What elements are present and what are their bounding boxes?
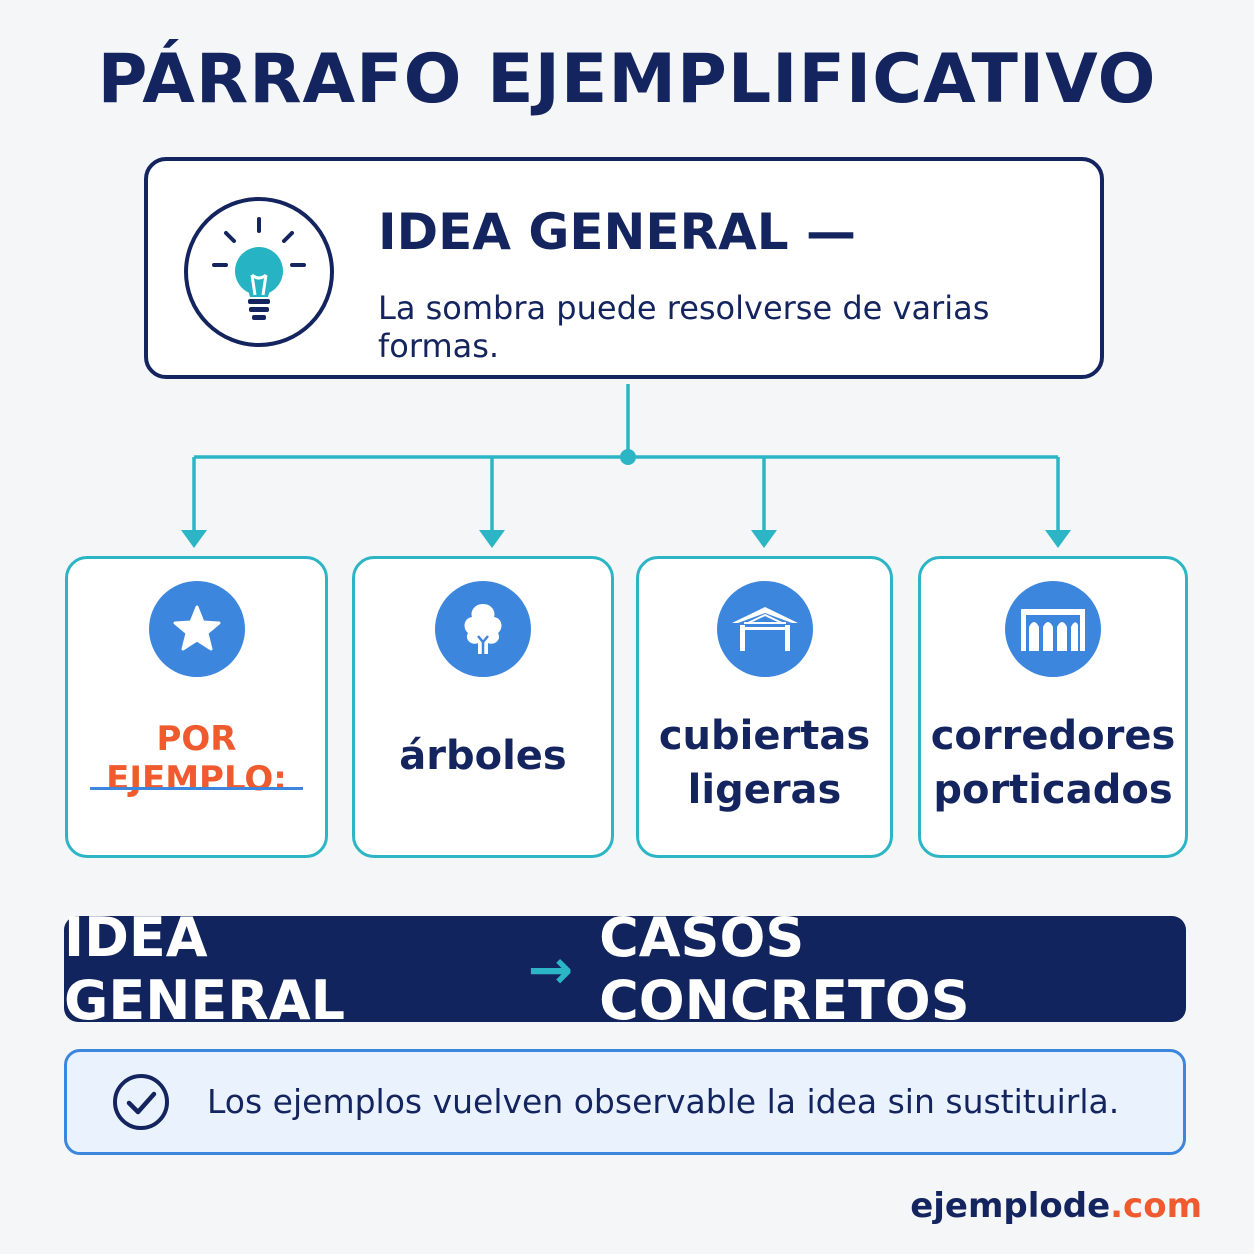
card-label-corredores: corredores porticados xyxy=(921,709,1185,817)
card-cubiertas: cubiertas ligeras xyxy=(636,556,893,858)
colonnade-icon xyxy=(1005,581,1101,677)
check-circle-icon xyxy=(113,1074,169,1130)
arrow-right-icon: → xyxy=(527,937,574,1001)
general-idea-box: IDEA GENERAL — La sombra puede resolvers… xyxy=(144,157,1104,379)
por-ejemplo-label: POR EJEMPLO: xyxy=(106,719,287,799)
star-icon xyxy=(148,581,245,677)
idea-heading: IDEA GENERAL — xyxy=(378,203,857,261)
card-label-cubiertas: cubiertas ligeras xyxy=(639,709,890,817)
card-label-line: cubiertas xyxy=(658,713,871,759)
por-ejemplo-underline xyxy=(90,787,303,790)
card-label-line: corredores xyxy=(930,713,1176,759)
card-label-line: ligeras xyxy=(687,767,842,813)
tree-icon xyxy=(435,581,531,677)
brand-tld: .com xyxy=(1110,1186,1202,1226)
brand-name: ejemplode xyxy=(910,1186,1111,1226)
banner-right-text: CASOS CONCRETOS xyxy=(599,906,970,1032)
brand-logo: ejemplode.com xyxy=(910,1186,1202,1226)
card-por-ejemplo: POR EJEMPLO: xyxy=(65,556,328,858)
card-corredores: corredores porticados xyxy=(918,556,1188,858)
idea-text: La sombra puede resolverse de varias for… xyxy=(378,289,990,365)
card-arboles: árboles xyxy=(352,556,614,858)
connector-lines xyxy=(181,384,1071,548)
banner-left-text: IDEA GENERAL xyxy=(64,906,346,1032)
summary-banner: IDEA GENERAL → CASOS CONCRETOS xyxy=(64,906,1186,1032)
conclusion-note: Los ejemplos vuelven observable la idea … xyxy=(64,1049,1186,1155)
card-label-arboles: árboles xyxy=(399,733,567,779)
card-label-line: porticados xyxy=(933,767,1173,813)
roof-icon xyxy=(716,581,813,677)
lightbulb-icon xyxy=(184,197,334,347)
note-text: Los ejemplos vuelven observable la idea … xyxy=(207,1082,1120,1121)
page-title: PÁRRAFO EJEMPLIFICATIVO xyxy=(97,40,1157,119)
